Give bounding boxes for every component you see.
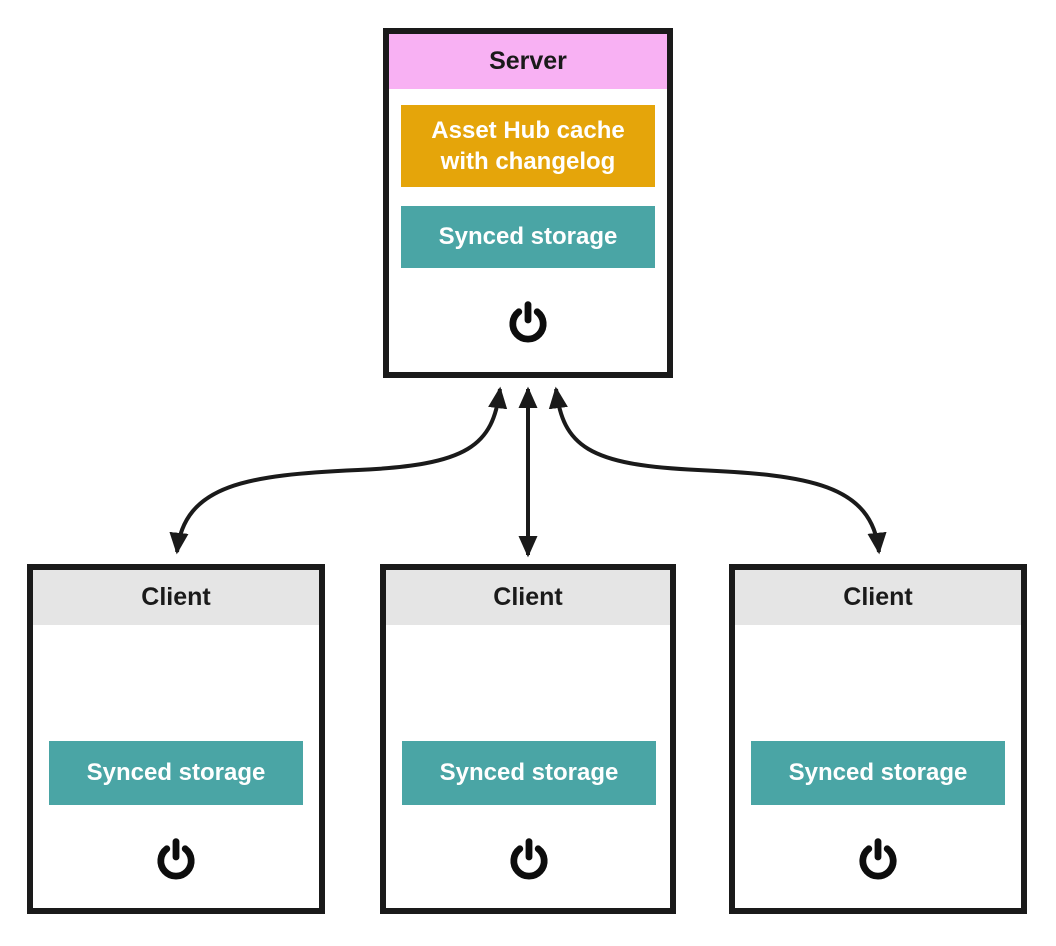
power-icon (510, 838, 548, 880)
client-synced-storage-box: Synced storage (402, 741, 656, 805)
client-node-2: Client Synced storage (380, 564, 676, 914)
asset-hub-cache-box: Asset Hub cache with changelog (401, 105, 655, 187)
client-synced-storage-box: Synced storage (49, 741, 303, 805)
client-title: Client (735, 570, 1021, 625)
client-title: Client (386, 570, 670, 625)
power-icon (509, 301, 547, 343)
server-synced-storage-box: Synced storage (401, 206, 655, 268)
client-node-1: Client Synced storage (27, 564, 325, 914)
sync-arrow-server-client-left (169, 386, 508, 555)
power-icon (157, 838, 195, 880)
client-node-3: Client Synced storage (729, 564, 1027, 914)
server-title: Server (389, 34, 667, 89)
client-title: Client (33, 570, 319, 625)
power-icon (859, 838, 897, 880)
server-node: Server Asset Hub cache with changelog Sy… (383, 28, 673, 378)
client-synced-storage-box: Synced storage (751, 741, 1005, 805)
sync-arrow-server-client-right (548, 386, 887, 555)
